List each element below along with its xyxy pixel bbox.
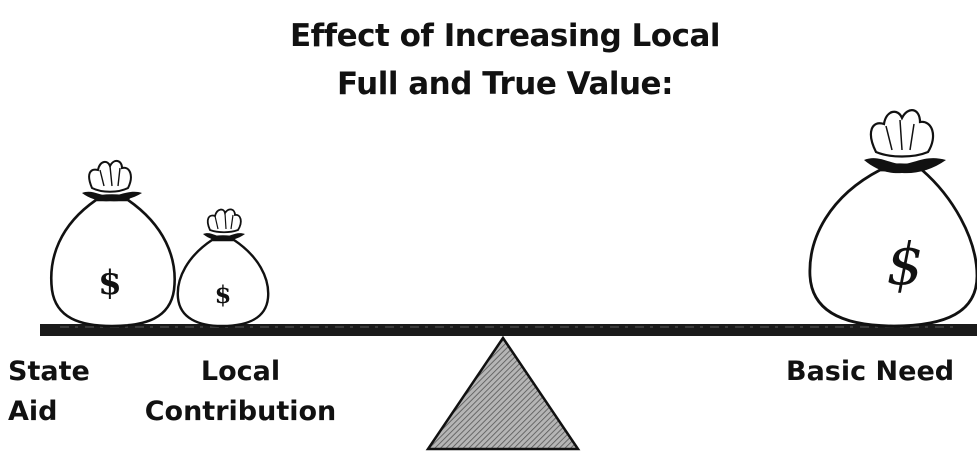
local-contribution-label: Local Contribution	[133, 352, 348, 432]
title-line-2: Full and True Value:	[337, 66, 673, 102]
state-aid-label: State Aid	[8, 352, 90, 432]
local-contribution-label-line-2: Contribution	[144, 396, 337, 427]
basic-need-money-bag: $	[808, 109, 977, 328]
balance-beam	[40, 324, 977, 336]
fulcrum-triangle	[425, 335, 581, 451]
state-aid-dollar-sign: $	[98, 263, 122, 303]
basic-need-label: Basic Need	[786, 352, 954, 392]
basic-need-label-line-1: Basic Need	[786, 356, 955, 387]
state-aid-money-bag: $	[50, 160, 176, 328]
title-line-1: Effect of Increasing Local	[289, 18, 721, 54]
state-aid-label-line-1: State	[8, 356, 90, 387]
basic-need-dollar-sign: $	[887, 230, 924, 298]
local-contribution-dollar-sign: $	[215, 280, 232, 309]
local-contribution-label-line-1: Local	[200, 356, 281, 387]
state-aid-label-line-2: Aid	[8, 396, 58, 427]
local-contribution-money-bag: $	[176, 208, 270, 328]
diagram-title: Effect of Increasing Local Full and True…	[200, 12, 810, 108]
